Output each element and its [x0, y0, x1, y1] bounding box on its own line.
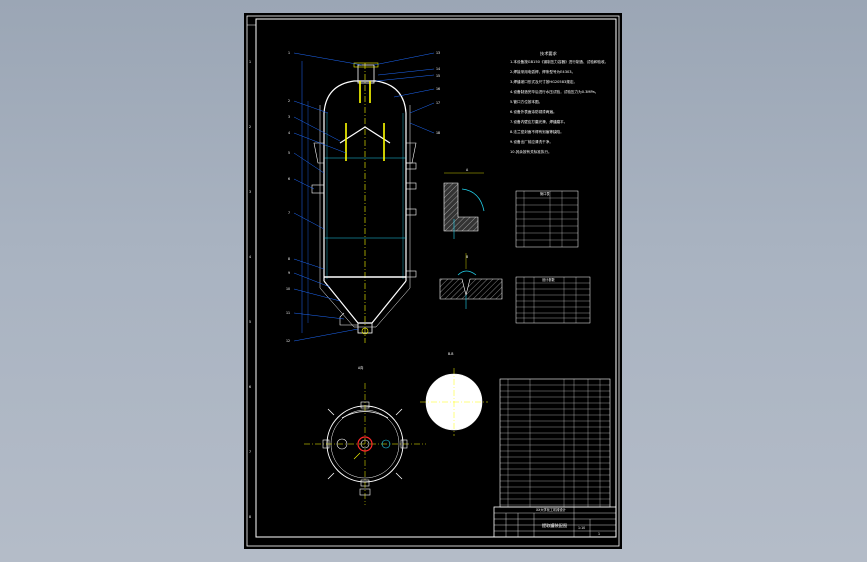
leader-label-4: 4 — [288, 131, 290, 135]
note-line-1: 1.本设备按GB150《钢制压力容器》进行制造、试验和验收。 — [510, 59, 608, 64]
leader-label-17: 17 — [436, 101, 440, 105]
note-line-4: 4.设备制造完毕后进行水压试验，试验压力为0.3MPa。 — [510, 89, 598, 94]
cone-jacket — [319, 287, 411, 328]
detail-b-label: B — [466, 255, 468, 259]
note-line-8: 8.法兰密封面不得有划痕等缺陷。 — [510, 129, 564, 134]
leader-label-18: 18 — [436, 131, 440, 135]
leader-label-7: 7 — [288, 211, 290, 215]
weld-detail-a: A — [443, 168, 485, 239]
support-lug-left — [313, 142, 325, 164]
leader-label-10: 10 — [286, 287, 290, 291]
nozzle-table: 管口表 — [515, 190, 579, 248]
side-nozzle-right-1 — [405, 162, 417, 170]
leader-lines — [293, 52, 435, 342]
note-line-9: 9.设备出厂前应清洗干净。 — [510, 139, 553, 144]
leader-label-2: 2 — [288, 99, 290, 103]
leader-numbers: 1 2 3 4 5 6 7 8 9 10 11 12 13 14 15 16 1… — [286, 51, 440, 343]
leader-label-13: 13 — [436, 51, 440, 55]
vessel-elevation: 1 2 3 4 5 6 7 8 9 10 11 12 13 14 15 16 1… — [286, 51, 440, 343]
zone-mark-7: 7 — [249, 450, 251, 454]
leader-label-14: 14 — [436, 67, 440, 71]
spray-distributor — [339, 126, 391, 144]
zone-mark-3: 3 — [249, 190, 251, 194]
top-flange — [353, 62, 379, 68]
note-line-5: 5.管口方位按本图。 — [510, 99, 542, 104]
note-line-2: 2.焊接采用电弧焊，焊条型号为E4303。 — [510, 69, 575, 74]
top-view: B-B — [420, 352, 488, 436]
note-line-10: 10.其余按有关标准执行。 — [510, 149, 552, 154]
cad-drawing: 1 2 3 4 5 6 7 8 — [246, 15, 620, 547]
title-school: XX大学化工机械设计 — [536, 507, 567, 512]
leader-label-12: 12 — [286, 339, 290, 343]
technical-notes: 技术要求 1.本设备按GB150《钢制压力容器》进行制造、试验和验收。 2.焊接… — [510, 50, 608, 154]
note-line-3: 3.焊缝坡口形式及尺寸按HG20583规定。 — [510, 79, 577, 84]
title-block: XX大学化工机械设计 提取罐装配图 1:10 1 — [493, 506, 617, 538]
leader-label-8: 8 — [288, 257, 290, 261]
param-table-title: 设计参数 — [542, 277, 556, 282]
zone-mark-8: 8 — [249, 515, 251, 519]
zone-marks: 1 2 3 4 5 6 7 8 — [249, 60, 251, 519]
leader-label-3: 3 — [288, 115, 290, 119]
note-line-7: 7.设备内壁应打磨光滑，焊缝磨平。 — [510, 119, 567, 124]
title-scale: 1:10 — [578, 526, 585, 530]
support-lug-right — [405, 142, 417, 164]
leader-label-9: 9 — [288, 271, 290, 275]
drain-pipe — [339, 312, 358, 326]
nozzle-table-title: 管口表 — [540, 191, 550, 196]
title-sheet: 1 — [598, 532, 600, 536]
weld-detail-b: B — [439, 253, 503, 309]
notes-title: 技术要求 — [540, 50, 558, 57]
parameter-table: 设计参数 — [515, 276, 591, 324]
top-head — [323, 80, 407, 114]
zone-mark-6: 6 — [249, 385, 251, 389]
title-drawing-name: 提取罐装配图 — [542, 522, 567, 529]
leader-label-1: 1 — [288, 51, 290, 55]
leader-label-6: 6 — [288, 177, 290, 181]
leader-label-15: 15 — [436, 74, 440, 78]
parts-list — [499, 378, 611, 508]
zone-mark-4: 4 — [249, 255, 251, 259]
zone-mark-1: 1 — [249, 60, 251, 64]
bottom-discharge — [357, 322, 373, 334]
zone-mark-5: 5 — [249, 320, 251, 324]
zone-mark-2: 2 — [249, 125, 251, 129]
discharge-valve — [361, 327, 369, 335]
side-nozzle-left — [311, 184, 325, 194]
side-nozzle-right-3 — [405, 208, 417, 216]
inner-border — [255, 18, 617, 538]
leader-label-5: 5 — [288, 151, 290, 155]
plan-view-label: A向 — [358, 365, 363, 370]
note-line-6: 6.设备外表面涂防锈漆两遍。 — [510, 109, 557, 114]
leader-label-16: 16 — [436, 87, 440, 91]
top-view-label: B-B — [448, 352, 453, 356]
side-nozzle-right-2 — [405, 182, 417, 190]
side-nozzle-right-4 — [405, 270, 417, 278]
plan-view: A向 — [304, 365, 426, 505]
leader-label-11: 11 — [286, 311, 290, 315]
detail-a-label: A — [466, 168, 469, 172]
outer-border — [246, 15, 620, 547]
drawing-sheet: 1 2 3 4 5 6 7 8 — [244, 13, 622, 549]
top-manhole — [357, 64, 375, 84]
